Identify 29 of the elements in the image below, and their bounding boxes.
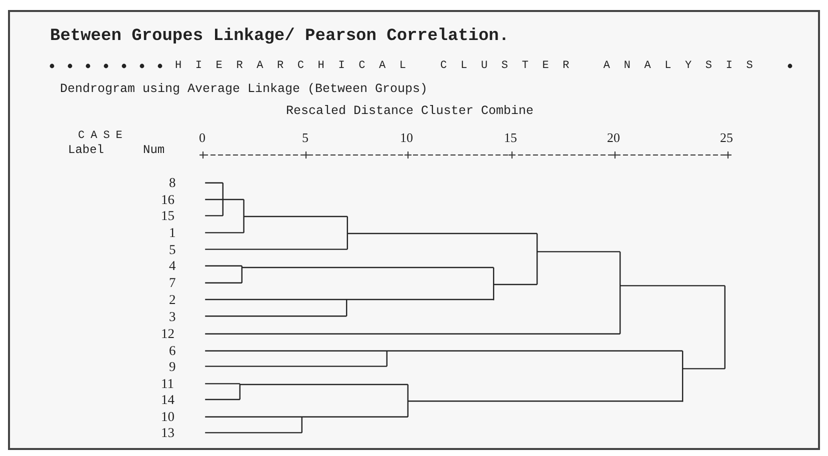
- case-number: 13: [161, 425, 174, 442]
- case-number: 4: [169, 258, 176, 274]
- column-header: Num: [143, 143, 165, 157]
- case-number: 10: [161, 409, 174, 426]
- tick-label: 20: [607, 130, 620, 146]
- case-number: 5: [169, 242, 176, 258]
- tick-label: 25: [720, 130, 733, 146]
- case-number: 7: [169, 275, 176, 292]
- case-number: 1: [169, 225, 176, 242]
- case-number: 9: [169, 358, 176, 375]
- case-number: 3: [169, 308, 176, 325]
- tick-label: 15: [504, 130, 517, 146]
- case-number: 16: [161, 192, 174, 208]
- tick-label: 10: [400, 130, 413, 146]
- case-number: 14: [161, 392, 174, 408]
- case-number: 11: [161, 376, 174, 392]
- axis-title: Rescaled Distance Cluster Combine: [286, 104, 534, 118]
- tick-label: 0: [199, 130, 206, 146]
- case-number: 6: [169, 342, 176, 359]
- subheading: HIERARCHICAL CLUSTER ANALYSIS: [175, 60, 767, 72]
- column-header: Label: [68, 143, 104, 157]
- column-header: CASE: [78, 130, 128, 142]
- case-number: 8: [169, 175, 176, 192]
- heading: Between Groupes Linkage/ Pearson Correlation.: [50, 26, 510, 46]
- case-number: 15: [161, 208, 174, 224]
- case-number: 12: [161, 326, 174, 342]
- case-number: 2: [169, 292, 176, 308]
- tick-label: 5: [302, 130, 308, 146]
- method-note: Dendrogram using Average Linkage (Between Groups): [60, 82, 428, 96]
